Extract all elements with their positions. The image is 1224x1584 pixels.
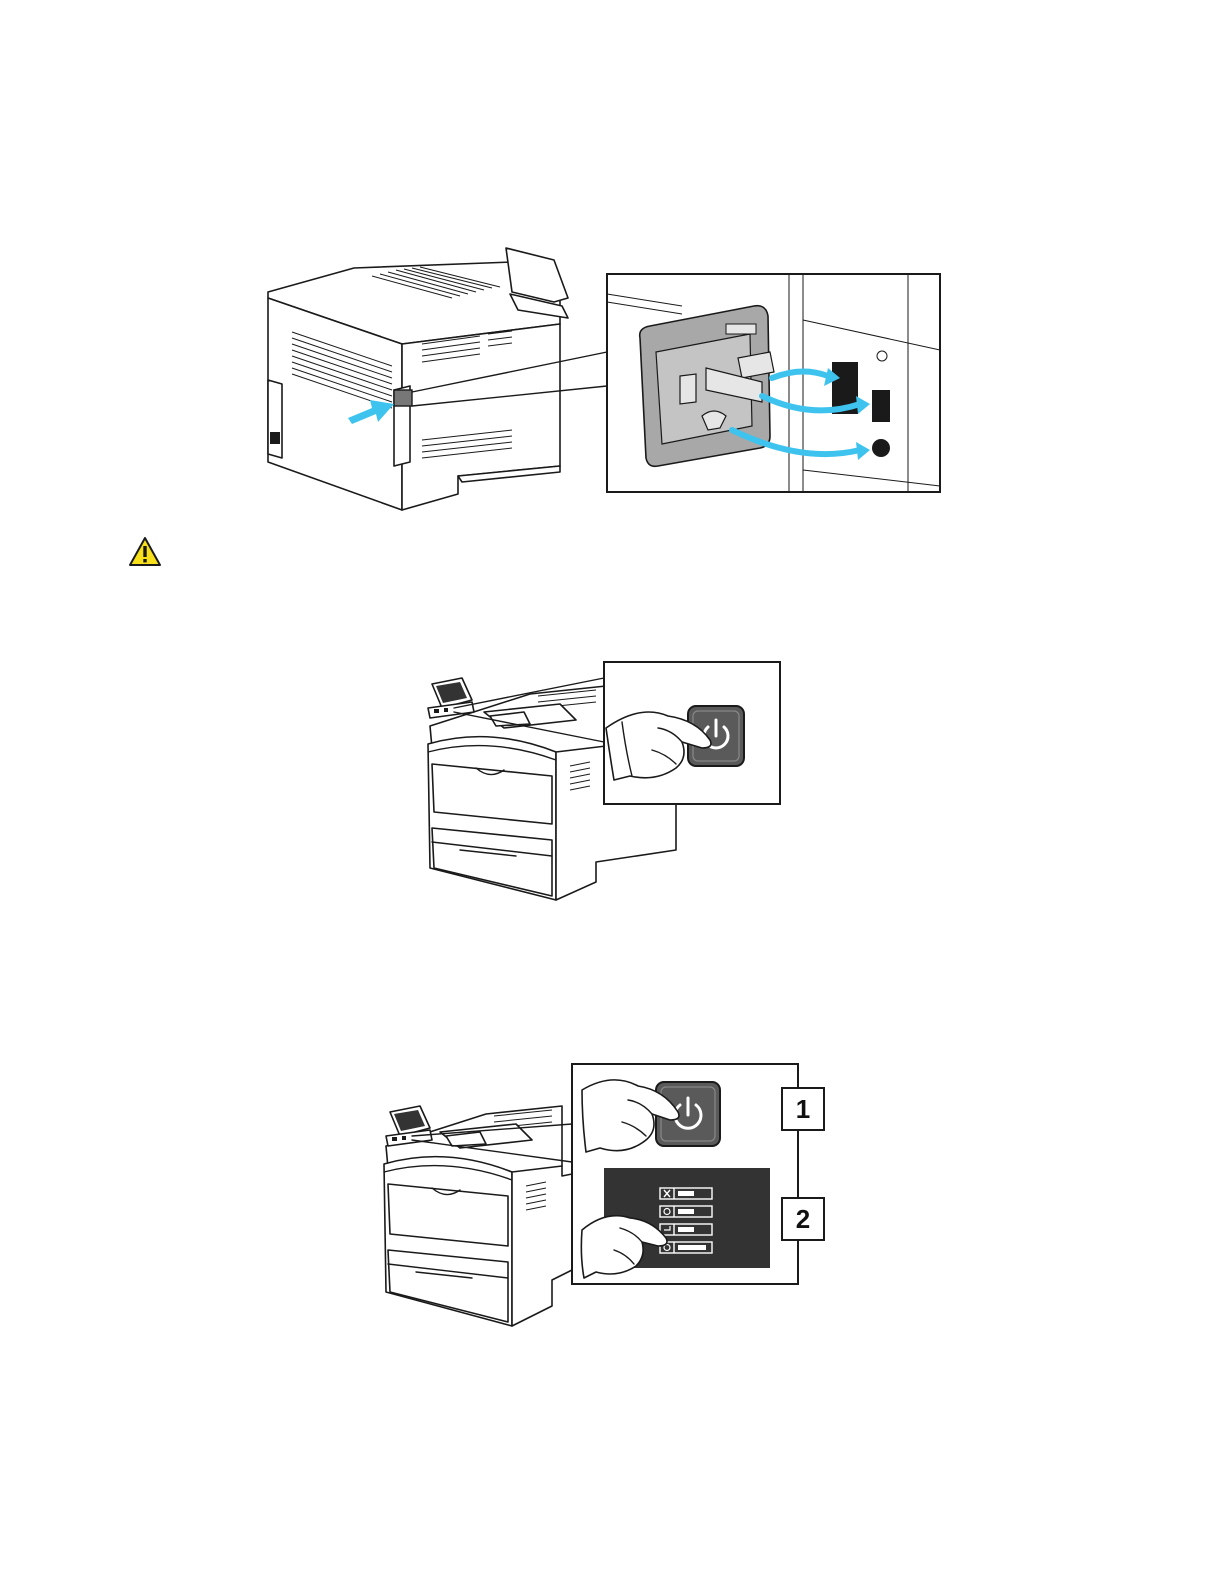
power-menu-callout bbox=[572, 1064, 798, 1284]
step-2-number: 2 bbox=[796, 1204, 810, 1234]
power-button-callout bbox=[604, 662, 780, 804]
printer-rear-illustration bbox=[268, 248, 568, 510]
figure-printer-power-button bbox=[420, 656, 786, 906]
printer-front-illustration-2 bbox=[384, 1106, 572, 1326]
step-2-label: 2 bbox=[782, 1198, 824, 1240]
warning-triangle-icon bbox=[128, 536, 162, 567]
figure-printer-power-menu: 1 2 bbox=[376, 1060, 828, 1332]
step-1-label: 1 bbox=[782, 1088, 824, 1130]
step-1-number: 1 bbox=[796, 1094, 810, 1124]
figure-printer-rear-adapter bbox=[262, 240, 946, 516]
adapter-callout-inset bbox=[607, 274, 940, 492]
